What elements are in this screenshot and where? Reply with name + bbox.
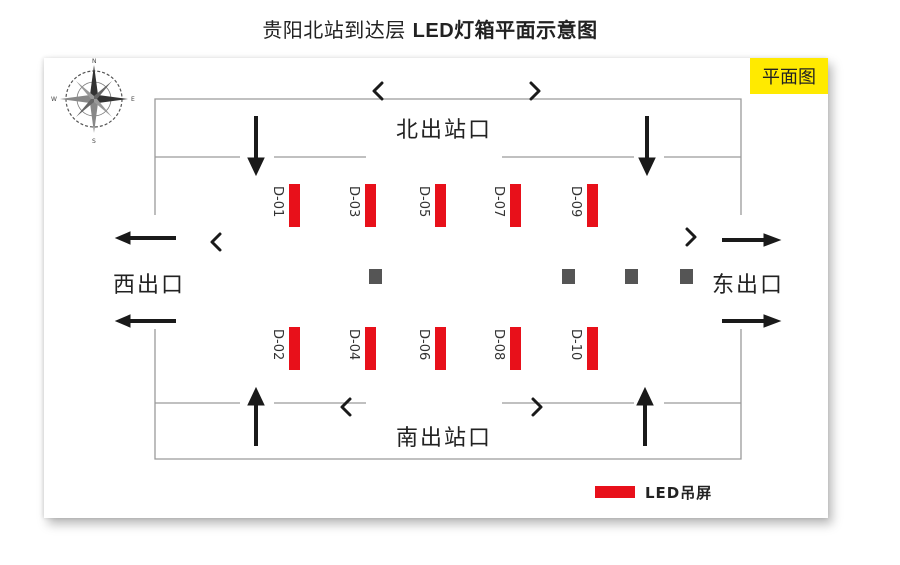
arrow-left-icon (114, 314, 176, 328)
compass-s: S (92, 138, 96, 145)
west-exit-label: 西出口 (113, 273, 185, 298)
horizontal-arrows (114, 231, 782, 328)
compass-e: E (131, 96, 135, 103)
led-screen-d-08 (510, 327, 521, 370)
led-screen-d-04 (365, 327, 376, 370)
arrow-left-icon (114, 231, 176, 245)
plan-view-badge: 平面图 (750, 58, 828, 94)
chevron-left-icon (340, 397, 352, 417)
chevron-left-icon (210, 232, 222, 252)
led-screen-label: D-04 (346, 329, 361, 360)
led-screen-d-06 (435, 327, 446, 370)
led-screens-bottom: D-02 D-04 D-06 D-08 D-10 (270, 327, 598, 370)
led-screen-d-10 (587, 327, 598, 370)
chevron-right-icon (685, 227, 697, 247)
led-screen-label: D-02 (270, 329, 285, 360)
led-screen-label: D-06 (416, 329, 431, 360)
pillar (562, 269, 575, 284)
led-screen-label: D-08 (491, 329, 506, 360)
arrow-right-icon (722, 233, 782, 247)
outer-wall-top (154, 98, 742, 215)
floor-plan-panel: 平面图 N S E (44, 58, 828, 518)
walls (154, 98, 742, 460)
title-bold: LED灯箱平面示意图 (412, 20, 598, 42)
arrow-up-icon (247, 386, 265, 446)
led-screen-label: D-05 (416, 186, 431, 217)
legend: LED吊屏 (595, 484, 712, 502)
arrow-up-icon (636, 386, 654, 446)
led-screen-d-03 (365, 184, 376, 227)
led-screen-d-05 (435, 184, 446, 227)
chevron-left-icon (372, 81, 384, 101)
pillar (369, 269, 382, 284)
north-exit-label: 北出站口 (396, 118, 492, 143)
arrow-right-icon (722, 314, 782, 328)
vertical-arrows (247, 116, 656, 446)
outer-wall-bottom (154, 329, 742, 460)
legend-swatch (595, 486, 635, 498)
compass-w: W (51, 96, 57, 103)
arrow-down-icon (638, 116, 656, 177)
led-screen-d-07 (510, 184, 521, 227)
title-prefix: 贵阳北站到达层 (262, 18, 413, 42)
legend-label: LED吊屏 (645, 484, 712, 502)
pillar (680, 269, 693, 284)
page-title: 贵阳北站到达层 LED灯箱平面示意图 (0, 14, 860, 43)
led-screen-label: D-10 (568, 329, 583, 360)
led-screen-label: D-07 (491, 186, 506, 217)
pillar (625, 269, 638, 284)
led-screen-label: D-01 (270, 186, 285, 217)
chevron-right-icon (529, 81, 541, 101)
chevrons (210, 81, 697, 417)
floor-plan-diagram: N S E W 北出站口 南出站口 西出口 东出口 (51, 58, 784, 502)
led-screen-label: D-03 (346, 186, 361, 217)
arrow-down-icon (247, 116, 265, 177)
led-screen-d-09 (587, 184, 598, 227)
compass-n: N (92, 58, 97, 65)
east-exit-label: 东出口 (712, 273, 784, 298)
led-screen-d-01 (289, 184, 300, 227)
chevron-right-icon (531, 397, 543, 417)
south-exit-label: 南出站口 (396, 426, 492, 451)
pillars (369, 269, 693, 284)
led-screen-label: D-09 (568, 186, 583, 217)
led-screen-d-02 (289, 327, 300, 370)
led-screens-top: D-01 D-03 D-05 D-07 D-09 (270, 184, 598, 227)
compass-icon: N S E W (51, 58, 135, 145)
